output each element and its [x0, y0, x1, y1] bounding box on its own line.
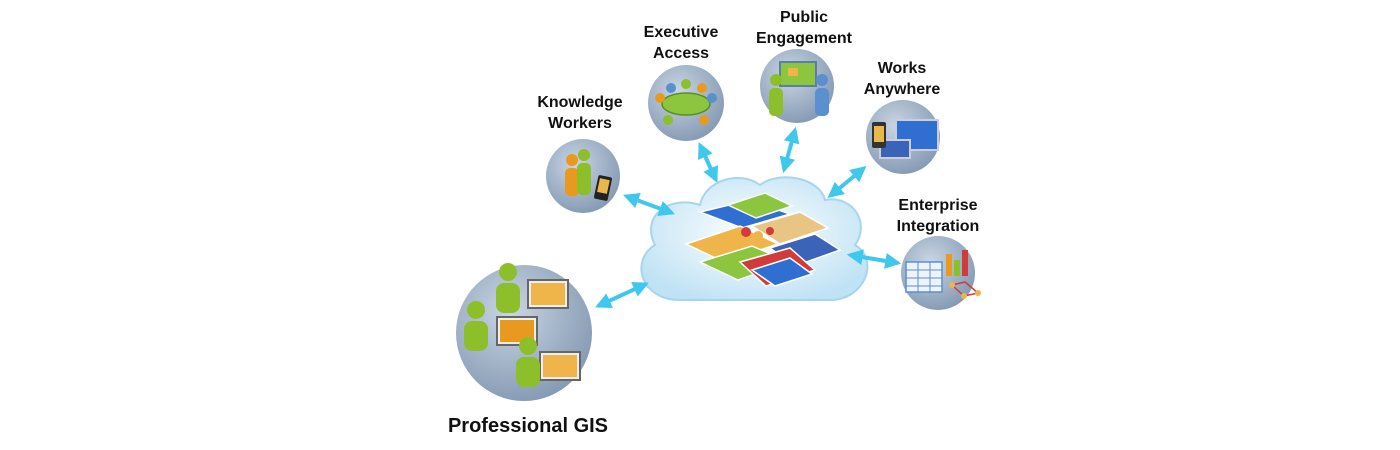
people-viewing-map-icon — [760, 49, 834, 123]
label-anywhere-line2: Anywhere — [863, 81, 941, 98]
label-enterprise-line1: Enterprise — [898, 197, 978, 214]
desktop-users-icon — [456, 263, 592, 401]
arrow-professional — [595, 282, 649, 308]
label-professional-gis: Professional GIS — [438, 414, 618, 438]
label-public-engagement: Public Engagement — [742, 7, 866, 49]
arrow-enterprise — [846, 249, 902, 269]
arrow-anywhere — [827, 165, 867, 199]
label-public-line1: Public — [779, 9, 828, 26]
cloud-map-layers-icon — [640, 176, 869, 301]
label-knowledge-line1: Knowledge — [537, 94, 623, 111]
label-executive-line1: Executive — [643, 24, 719, 41]
label-professional-text: Professional GIS — [447, 415, 609, 437]
label-executive-line2: Access — [652, 45, 710, 62]
connection-arrows — [595, 126, 902, 308]
arrow-executive — [698, 142, 718, 183]
label-public-line2: Engagement — [755, 30, 852, 47]
label-enterprise-line2: Integration — [896, 218, 980, 235]
arrow-public — [779, 126, 800, 174]
label-knowledge-line2: Workers — [548, 115, 612, 132]
meeting-table-icon — [648, 65, 724, 141]
arrow-knowledge — [622, 192, 676, 217]
label-works-anywhere: Works Anywhere — [852, 58, 952, 100]
label-enterprise-integration: Enterprise Integration — [880, 195, 996, 237]
label-anywhere-line1: Works — [877, 60, 927, 77]
devices-icon — [866, 100, 940, 174]
people-with-phone-icon — [546, 139, 620, 213]
label-executive-access: Executive Access — [626, 22, 736, 64]
spreadsheet-chart-icon — [901, 236, 981, 310]
label-knowledge-workers: Knowledge Workers — [525, 92, 635, 134]
